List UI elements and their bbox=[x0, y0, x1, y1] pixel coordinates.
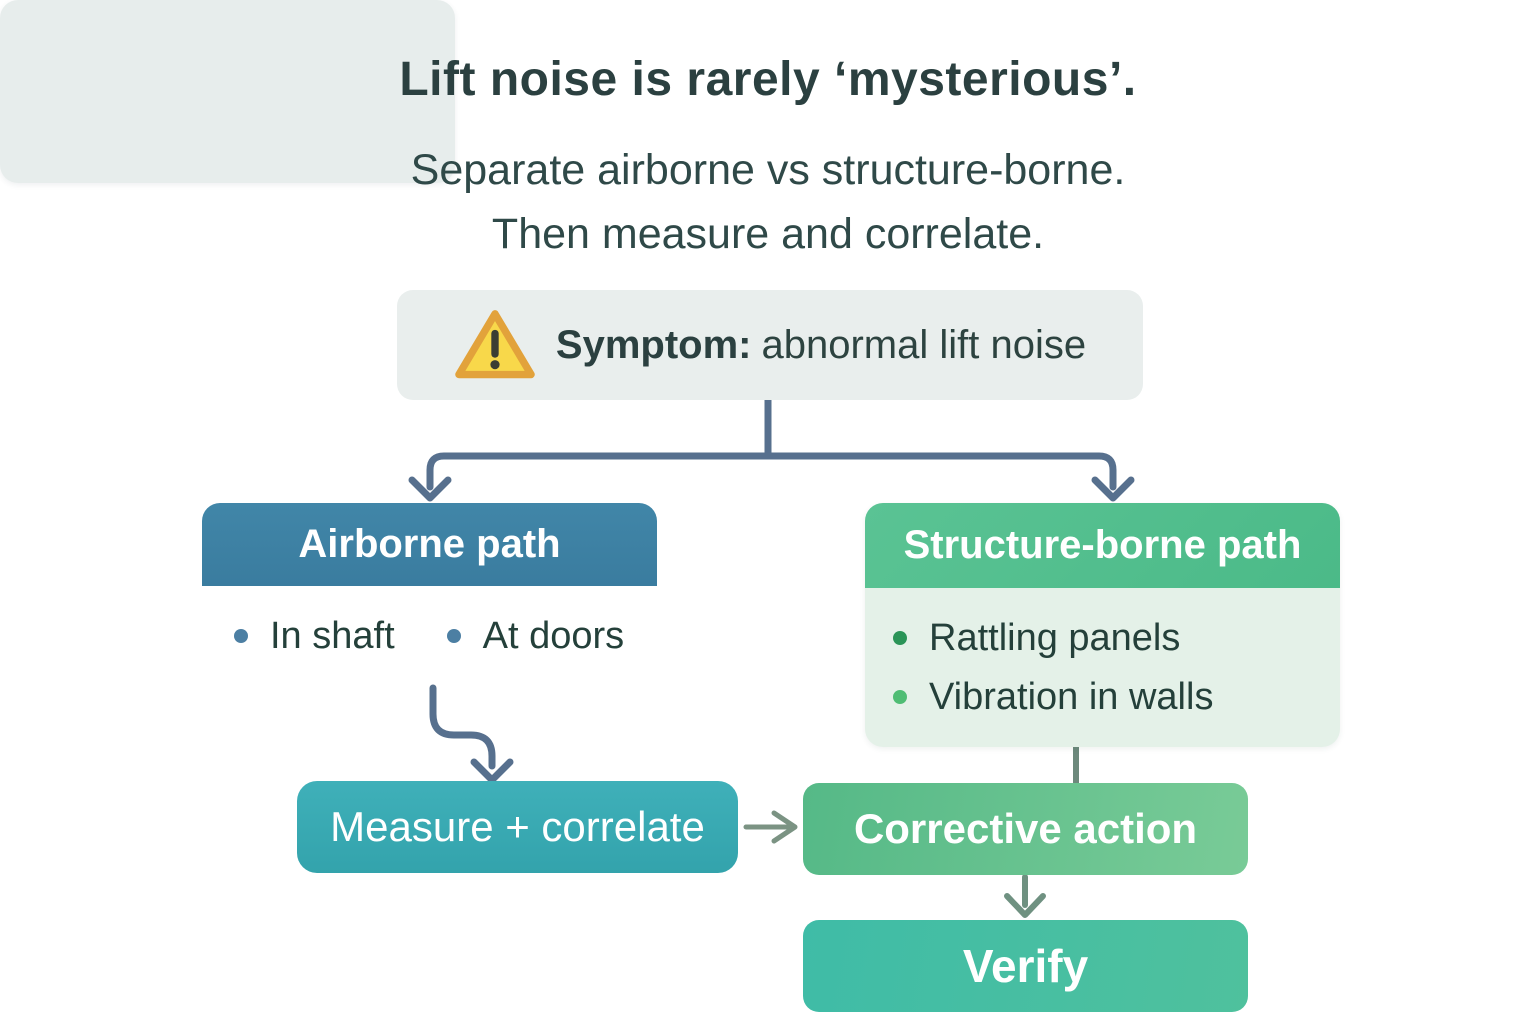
structure-bullet-vibration-walls: Vibration in walls bbox=[893, 676, 1340, 719]
split-connector bbox=[408, 395, 1135, 502]
verify-box: Verify bbox=[803, 920, 1248, 1012]
airborne-to-measure-arrow bbox=[429, 684, 514, 784]
airborne-bullet-at-doors: At doors bbox=[446, 614, 625, 658]
subtitle-line-1: Separate airborne vs structure-borne. bbox=[410, 146, 1126, 194]
airborne-path-body: In shaft At doors bbox=[202, 586, 657, 686]
measure-to-corrective-arrow bbox=[743, 810, 798, 844]
warning-triangle-icon bbox=[455, 310, 535, 379]
symptom-text: Symptom:abnormal lift noise bbox=[556, 323, 1086, 368]
bullet-dot-icon bbox=[446, 629, 461, 643]
bullet-label: Rattling panels bbox=[929, 616, 1181, 659]
structure-bullet-rattling-panels: Rattling panels bbox=[893, 617, 1340, 660]
bullet-dot-icon bbox=[234, 629, 248, 643]
bullet-dot-icon bbox=[893, 690, 907, 704]
corrective-action-box: Corrective action bbox=[803, 783, 1248, 875]
symptom-value: abnormal lift noise bbox=[761, 322, 1087, 367]
structure-path-header: Structure-borne path bbox=[865, 503, 1340, 588]
bullet-dot-icon bbox=[893, 631, 907, 645]
subtitle-line-2: Then measure and correlate. bbox=[491, 210, 1045, 258]
page-title: Lift noise is rarely ‘mysterious’. bbox=[399, 53, 1137, 106]
structure-path-body: Rattling panels Vibration in walls bbox=[865, 588, 1340, 747]
bullet-label: At doors bbox=[482, 614, 625, 657]
airborne-path-header: Airborne path bbox=[202, 503, 657, 586]
measure-correlate-box: Measure + correlate bbox=[297, 781, 738, 873]
symptom-box: Symptom:abnormal lift noise bbox=[397, 290, 1143, 400]
symptom-label: Symptom: bbox=[555, 322, 752, 367]
page-subtitle: Separate airborne vs structure-borne. Th… bbox=[0, 138, 1536, 266]
airborne-path-box bbox=[0, 0, 455, 183]
bullet-label: In shaft bbox=[270, 614, 395, 657]
airborne-bullet-in-shaft: In shaft bbox=[234, 615, 395, 658]
bullet-label: Vibration in walls bbox=[929, 675, 1214, 718]
corrective-to-verify-arrow bbox=[1004, 874, 1046, 918]
